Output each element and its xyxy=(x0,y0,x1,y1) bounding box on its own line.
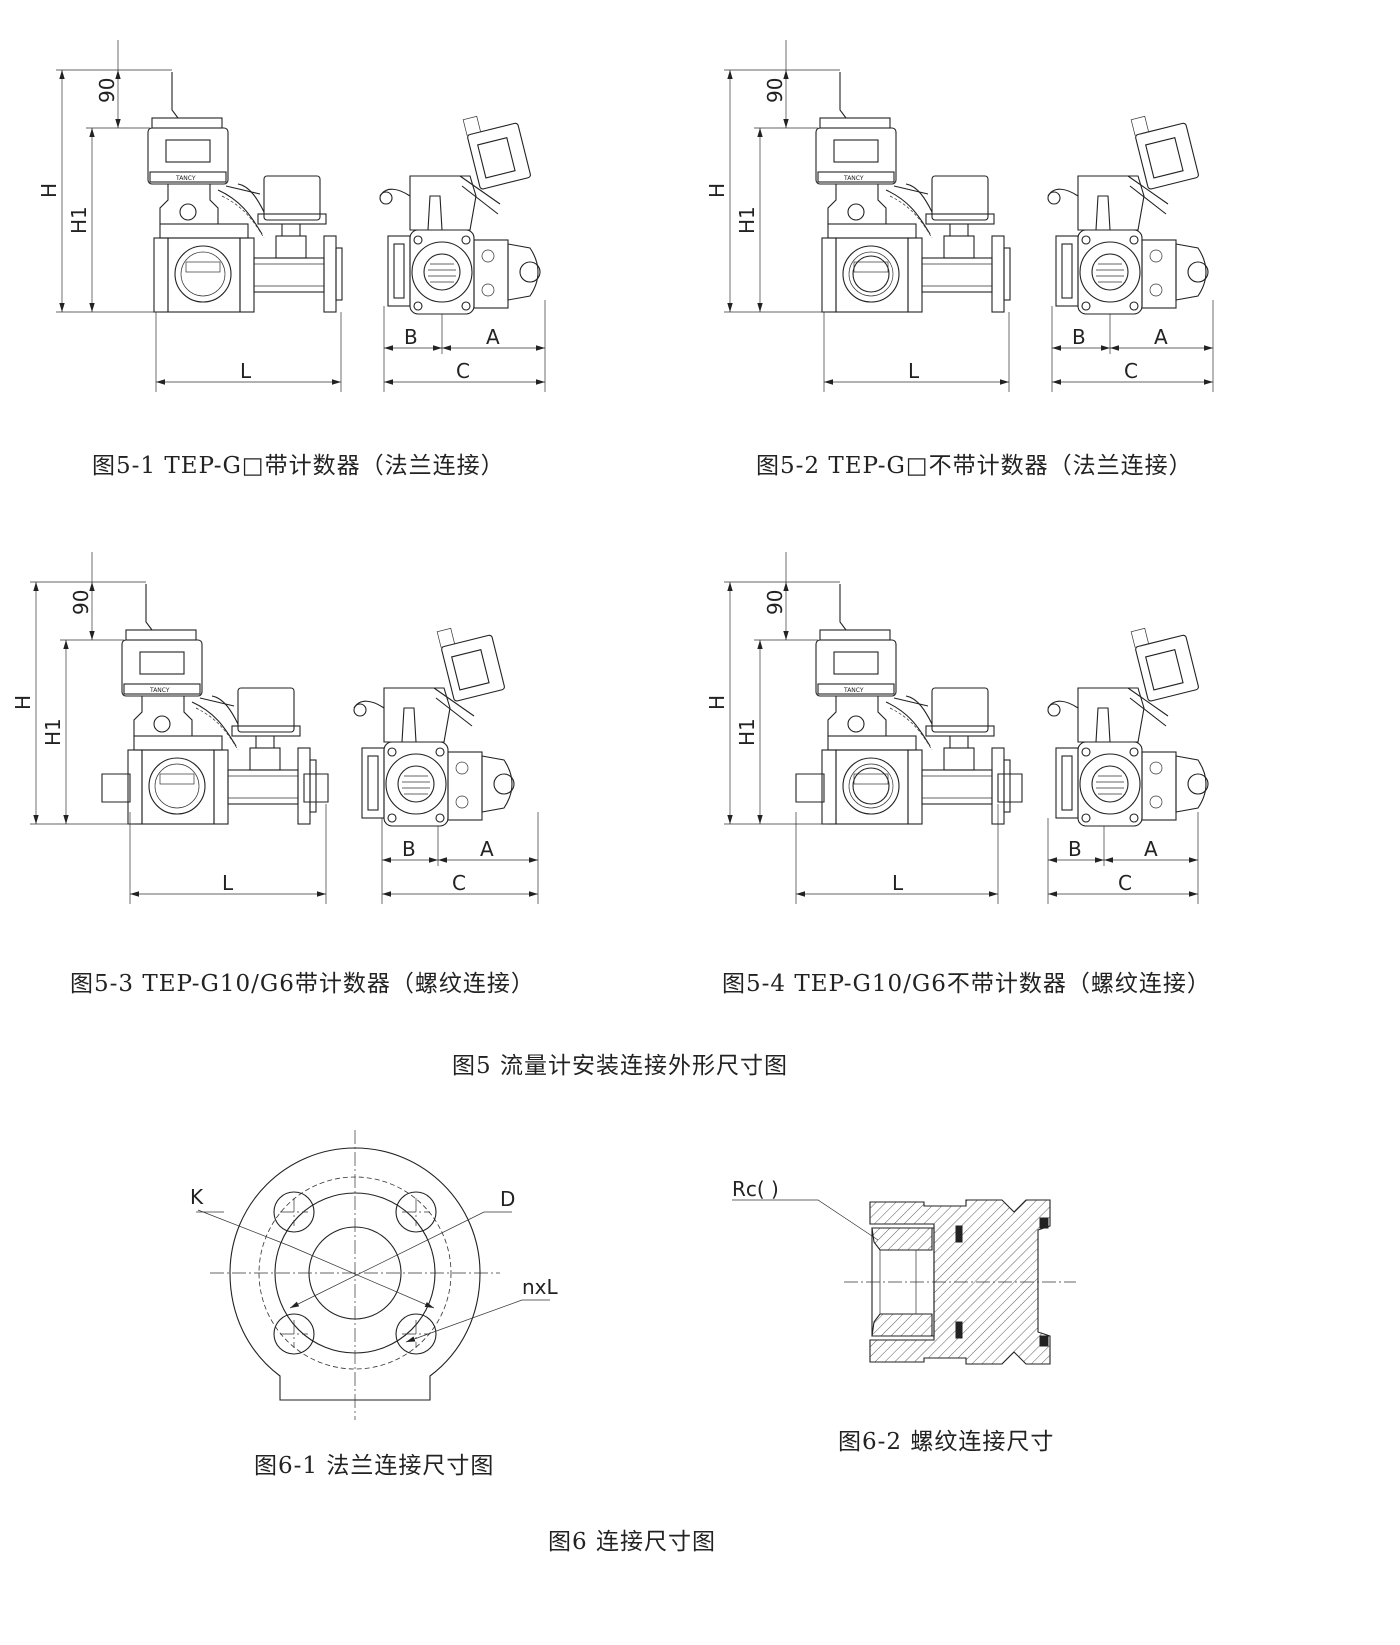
dim-a: A xyxy=(480,837,494,861)
dim-h1: H1 xyxy=(735,206,759,234)
dim-a: A xyxy=(486,325,500,349)
dim-h: H xyxy=(705,695,729,710)
dim-a: A xyxy=(1154,325,1168,349)
caption-fig-6-1: 图6-1 法兰连接尺寸图 xyxy=(254,1453,495,1479)
dim-h: H xyxy=(11,695,35,710)
dim-h: H xyxy=(705,183,729,198)
caption-fig-5-1: 图5-1 TEP-G□带计数器（法兰连接） xyxy=(92,453,505,479)
dim-l: L xyxy=(222,871,234,895)
label-k: K xyxy=(190,1185,204,1209)
figure-6-2-drawing: Rc( ) xyxy=(732,1177,1120,1410)
label-d: D xyxy=(500,1187,515,1211)
dim-l: L xyxy=(892,871,904,895)
label-nxl: nxL xyxy=(522,1275,559,1299)
figure-5-4-drawing: 90 H H1 L B A C xyxy=(705,512,1209,942)
caption-fig-5-2: 图5-2 TEP-G□不带计数器（法兰连接） xyxy=(756,453,1193,479)
dim-90: 90 xyxy=(69,590,93,615)
dim-b: B xyxy=(1068,837,1082,861)
figure-5-1-drawing: 90 H H1 L B A C xyxy=(37,0,680,430)
dim-l: L xyxy=(240,359,252,383)
dim-h1: H1 xyxy=(67,206,91,234)
dim-h1: H1 xyxy=(735,718,759,746)
dim-90: 90 xyxy=(95,78,119,103)
dim-h: H xyxy=(37,183,61,198)
figure-6-title: 图6 连接尺寸图 xyxy=(548,1529,716,1555)
caption-fig-6-2: 图6-2 螺纹连接尺寸 xyxy=(838,1429,1055,1455)
figure-5-3-drawing: 90 H H1 L B A C xyxy=(11,512,654,942)
dim-c: C xyxy=(1118,871,1132,895)
label-rc: Rc( ) xyxy=(732,1177,779,1201)
figure-6-1-drawing: K D nxL xyxy=(190,1130,559,1430)
caption-fig-5-3: 图5-3 TEP-G10/G6带计数器（螺纹连接） xyxy=(70,971,535,997)
dim-90: 90 xyxy=(763,78,787,103)
dim-a: A xyxy=(1144,837,1158,861)
dim-l: L xyxy=(908,359,920,383)
dim-h1: H1 xyxy=(41,718,65,746)
dim-c: C xyxy=(456,359,470,383)
caption-fig-5-4: 图5-4 TEP-G10/G6不带计数器（螺纹连接） xyxy=(722,971,1211,997)
dim-90: 90 xyxy=(763,590,787,615)
dim-b: B xyxy=(404,325,418,349)
figure-5-2-drawing: 90 H H1 L B A C xyxy=(705,0,1348,430)
dim-b: B xyxy=(1072,325,1086,349)
dim-c: C xyxy=(452,871,466,895)
dim-b: B xyxy=(402,837,416,861)
dim-c: C xyxy=(1124,359,1138,383)
figure-5-title: 图5 流量计安装连接外形尺寸图 xyxy=(452,1053,788,1079)
